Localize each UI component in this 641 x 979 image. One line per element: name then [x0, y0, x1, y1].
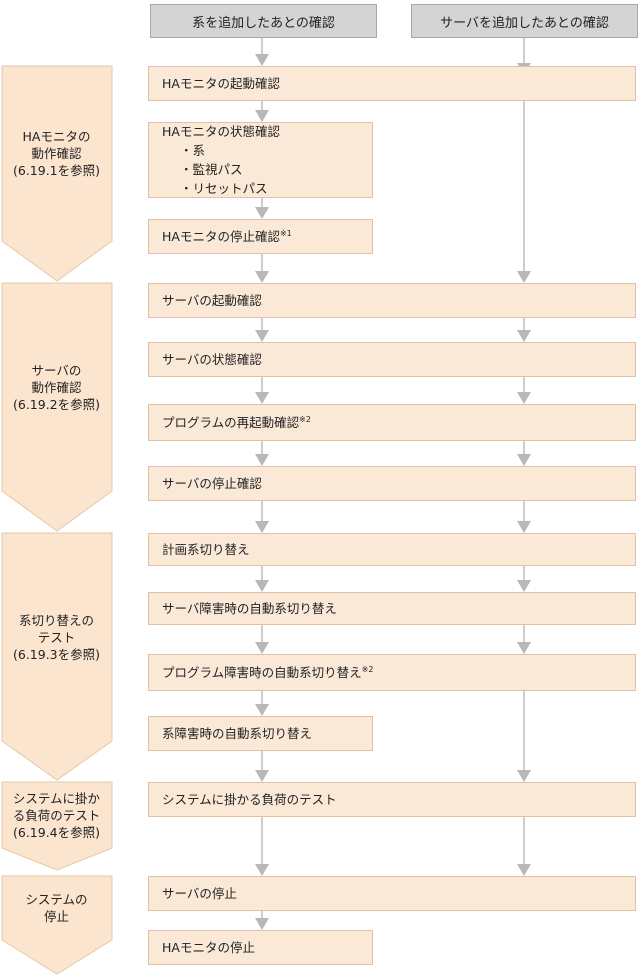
- step-ha-status-check: HAモニタの状態確認 ・系 ・監視パス ・リセットパス: [148, 122, 373, 198]
- left-arrow-13-head: [255, 864, 269, 876]
- step-program-restart-check: プログラムの再起動確認※2: [148, 404, 636, 441]
- left-arrow-12-head: [255, 770, 269, 782]
- step-server-failure-switchover: サーバ障害時の自動系切り替え: [148, 592, 636, 625]
- right-arrow-9-head: [517, 770, 531, 782]
- left-arrow-1-head: [255, 54, 269, 66]
- right-arrow-2-head: [517, 271, 531, 283]
- left-arrow-10-head: [255, 642, 269, 654]
- step-server-status-check: サーバの状態確認: [148, 342, 636, 377]
- step-ha-stop: HAモニタの停止: [148, 930, 373, 965]
- left-arrow-11-head: [255, 704, 269, 716]
- phase-chevron-server-check: [1, 282, 113, 532]
- step-load-test: システムに掛かる負荷のテスト: [148, 782, 636, 817]
- header-system-added: 系を追加したあとの確認: [150, 4, 377, 38]
- phase-ha-monitor-check: HAモニタの 動作確認 (6.19.1を参照): [12, 129, 100, 178]
- phase-chevron-ha-monitor-check: [1, 65, 113, 282]
- right-arrow-8-head: [517, 642, 531, 654]
- phase-chevron-system-stop: [1, 875, 113, 975]
- phase-chevron-load-test: [1, 781, 113, 871]
- left-arrow-4-head: [255, 271, 269, 283]
- right-arrow-3-head: [517, 330, 531, 342]
- right-arrow-7-head: [517, 580, 531, 592]
- step-ha-start-check: HAモニタの起動確認: [148, 66, 636, 101]
- step-server-stop-check: サーバの停止確認: [148, 466, 636, 501]
- left-arrow-2-head: [255, 110, 269, 122]
- step-system-failure-switchover: 系障害時の自動系切り替え: [148, 716, 373, 751]
- phase-server-check: サーバの 動作確認 (6.19.2を参照): [12, 362, 100, 412]
- phase-switchover-test: 系切り替えの テスト (6.19.3を参照): [12, 612, 100, 662]
- phase-chevron-switchover-test: [1, 532, 113, 781]
- left-arrow-5-head: [255, 330, 269, 342]
- step-program-failure-switchover: プログラム障害時の自動系切り替え※2: [148, 654, 636, 691]
- phase-system-stop: システムの 停止: [25, 892, 88, 924]
- step-server-start-check: サーバの起動確認: [148, 283, 636, 318]
- left-arrow-14-head: [255, 918, 269, 930]
- left-arrow-8-head: [255, 521, 269, 533]
- right-arrow-6-head: [517, 521, 531, 533]
- step-server-stop: サーバの停止: [148, 876, 636, 911]
- phase-load-test: システムに掛か る負荷のテスト (6.19.4を参照): [12, 790, 101, 840]
- right-arrow-10-head: [517, 864, 531, 876]
- left-arrow-3-head: [255, 207, 269, 219]
- left-arrow-7-head: [255, 454, 269, 466]
- header-server-added: サーバを追加したあとの確認: [411, 4, 638, 38]
- step-planned-switchover: 計画系切り替え: [148, 533, 636, 566]
- right-arrow-5-head: [517, 454, 531, 466]
- step-ha-stop-check: HAモニタの停止確認※1: [148, 219, 373, 254]
- right-arrow-4-head: [517, 392, 531, 404]
- left-arrow-9-head: [255, 580, 269, 592]
- left-arrow-6-head: [255, 392, 269, 404]
